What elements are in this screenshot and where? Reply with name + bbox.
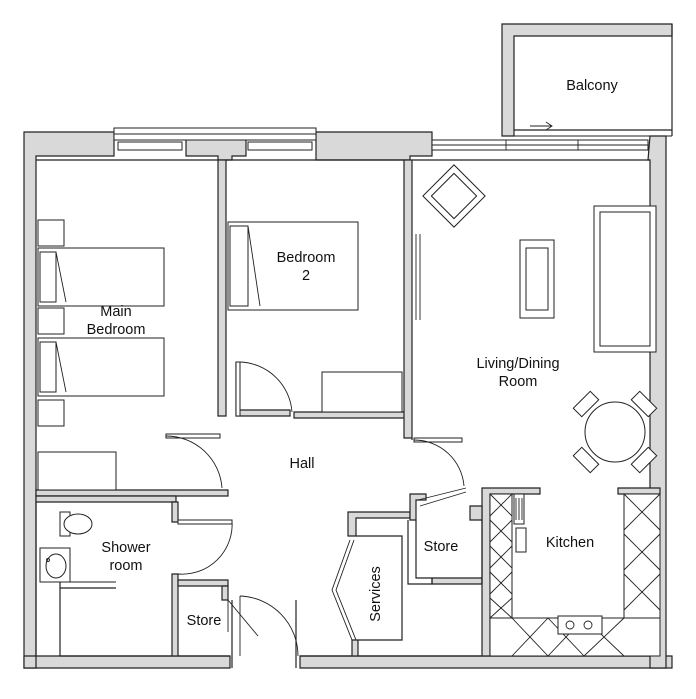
label-store-small: Store — [187, 613, 222, 629]
label-shower-2: room — [109, 558, 142, 574]
main-bedroom-dresser — [37, 451, 117, 491]
label-main-bedroom-1: Main — [100, 304, 131, 320]
label-bedroom2-1: Bedroom — [277, 250, 336, 266]
windows — [113, 24, 673, 151]
label-living-1: Living/Dining — [476, 356, 559, 372]
label-services: Services — [368, 566, 384, 622]
toilet — [59, 511, 93, 537]
label-shower-1: Shower — [101, 540, 150, 556]
dining-table — [572, 390, 658, 474]
label-bedroom2-2: 2 — [302, 268, 310, 284]
bed-main-1 — [37, 219, 165, 335]
kitchen-units — [489, 493, 661, 657]
label-kitchen: Kitchen — [546, 535, 594, 551]
sofa — [593, 205, 657, 353]
label-store-hall: Store — [424, 539, 459, 555]
label-main-bedroom-2: Bedroom — [87, 322, 146, 338]
armchair — [422, 164, 486, 228]
wall-outlines — [35, 159, 650, 668]
label-hall: Hall — [290, 456, 315, 472]
furniture — [37, 164, 661, 657]
label-living-2: Room — [499, 374, 538, 390]
basin — [39, 547, 71, 583]
room-labels: Balcony Main Bedroom Bedroom 2 Living/Di… — [87, 78, 619, 629]
label-balcony: Balcony — [566, 78, 618, 94]
bedroom2-desk — [321, 371, 403, 413]
coffee-table — [519, 239, 555, 319]
bed-2 — [227, 221, 359, 311]
doors — [165, 361, 467, 657]
bed-main-2 — [37, 337, 165, 427]
